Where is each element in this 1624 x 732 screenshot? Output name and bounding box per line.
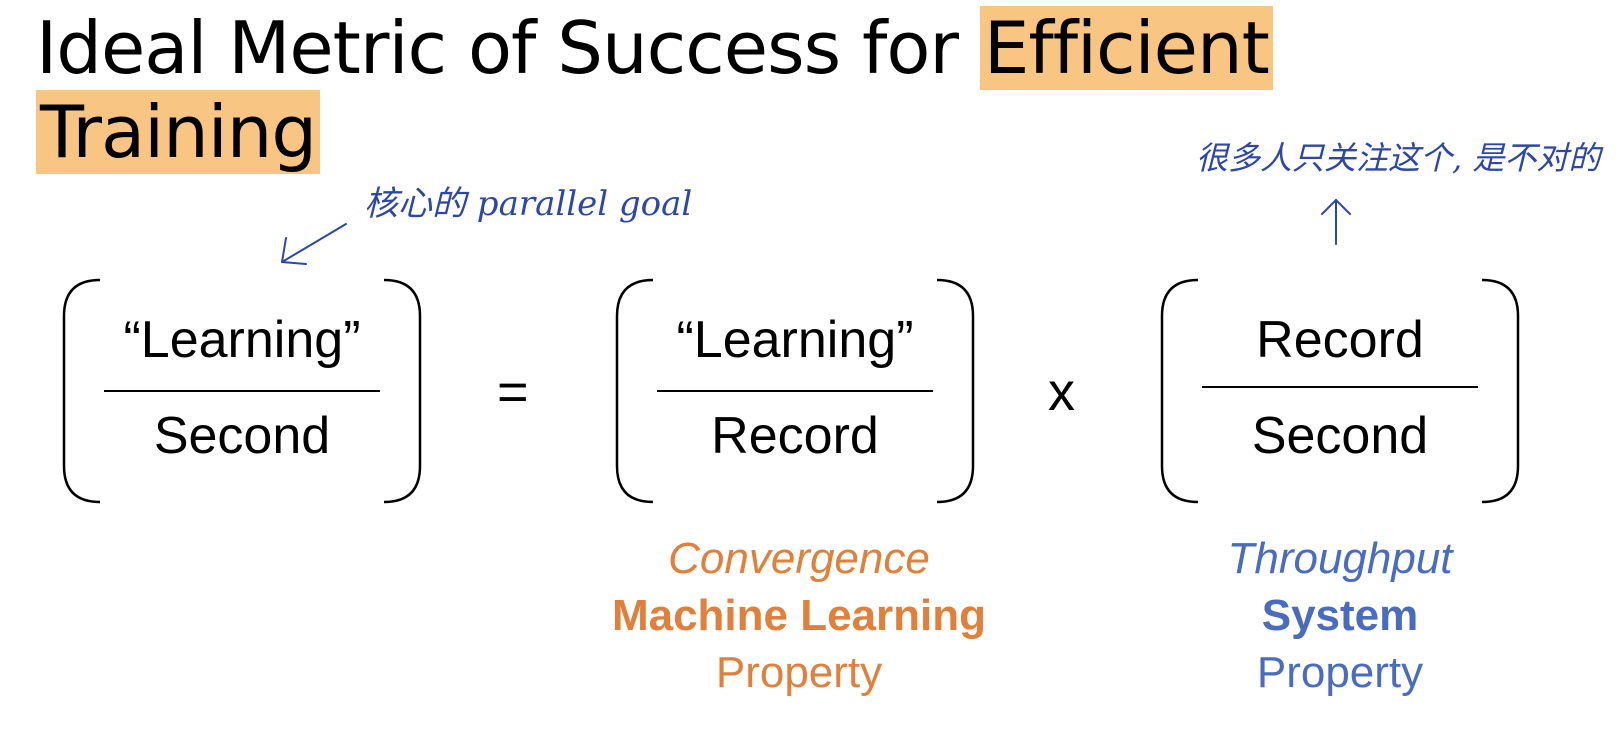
fraction-lhs: “Learning” Second [62,276,422,506]
parentheses-icon [615,278,975,504]
handwritten-note-left: 核心的 parallel goal [364,184,693,224]
fraction-bar [104,390,380,392]
parentheses-icon [1160,278,1520,504]
parentheses-icon [62,278,422,504]
fraction-term2: Record Second [1160,276,1520,506]
ml-property-label: Convergence Machine Learning Property [579,530,1019,701]
term1-numerator: “Learning” [676,311,914,369]
system-property-line2: System [1261,591,1419,640]
lhs-denominator: Second [153,407,331,465]
term2-numerator: Record [1256,311,1424,369]
ml-property-line3: Property [715,648,883,697]
system-property-line3: Property [1256,648,1424,697]
fraction-bar [657,390,933,392]
fraction-term1: “Learning” Record [615,276,975,506]
title-highlight-efficient: Efficient [979,6,1273,90]
ml-property-line2: Machine Learning [611,591,987,640]
title-highlight-training: Training [36,90,321,174]
fraction-bar [1202,386,1478,388]
term1-denominator: Record [711,407,879,465]
equals-sign: = [497,362,529,422]
arrow-left-icon [281,223,347,263]
term2-denominator: Second [1251,407,1429,465]
system-property-label: Throughput System Property [1120,530,1560,701]
handwritten-note-right: 很多人只关注这个, 是不对的 [1196,139,1601,177]
lhs-numerator: “Learning” [123,311,361,369]
title-plain: Ideal Metric of Success for [36,6,980,90]
ml-property-line1: Convergence [668,534,930,583]
times-sign: x [1048,362,1075,422]
system-property-line1: Throughput [1227,534,1453,583]
